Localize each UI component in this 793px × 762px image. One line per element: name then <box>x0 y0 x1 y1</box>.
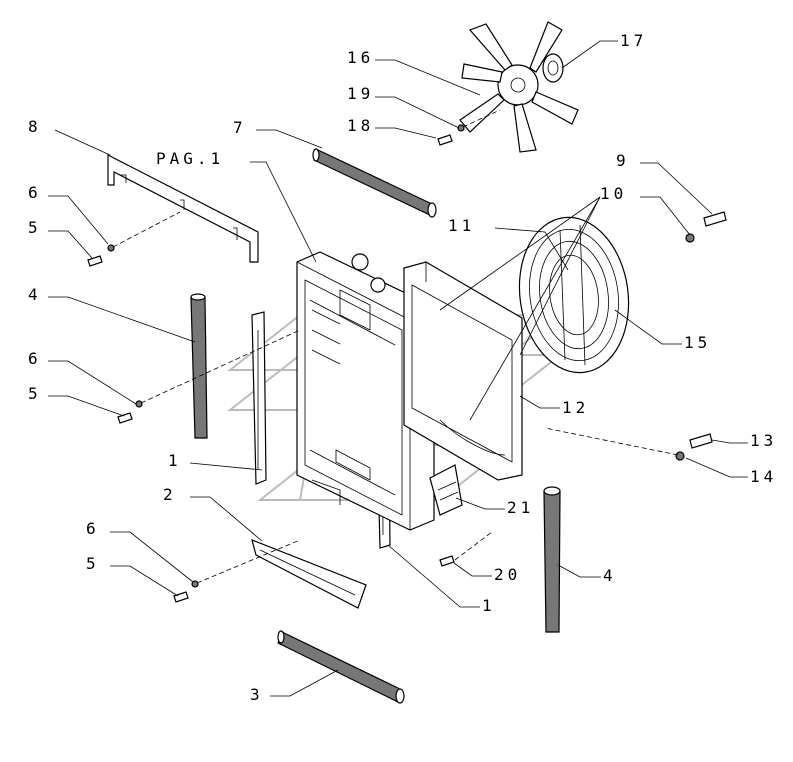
callout-1-bottom: 1 <box>482 596 496 615</box>
part-12-fan-shroud <box>403 261 523 481</box>
part-4-right-hose <box>543 486 561 633</box>
callout-10: 10 <box>600 184 627 203</box>
callout-5-middle: 5 <box>28 384 42 403</box>
leader-lines <box>48 40 748 697</box>
callout-6-middle: 6 <box>28 349 42 368</box>
callout-15: 15 <box>684 333 711 352</box>
callout-2: 2 <box>163 485 177 504</box>
callout-18: 18 <box>347 116 374 135</box>
callout-14-visible: 14 <box>750 467 777 486</box>
radiator-core-assembly <box>296 251 435 531</box>
part-21-bracket <box>429 464 463 516</box>
callout-1-left: 1 <box>168 451 182 470</box>
screws-and-washers <box>87 124 727 603</box>
callout-6-bottom: 6 <box>86 519 100 538</box>
part-1-left-seal-strip <box>251 311 267 485</box>
assembly-lines <box>112 109 679 584</box>
callout-11: 11 <box>448 216 475 235</box>
callout-19: 19 <box>347 84 374 103</box>
part-8-top-bracket <box>107 154 259 263</box>
part-7-upper-hose <box>312 148 437 218</box>
callout-4-left: 4 <box>28 285 42 304</box>
callout-3: 3 <box>250 685 264 704</box>
callout-13: 13 <box>750 431 777 450</box>
callout-labels: 8 6 5 4 6 5 1 2 6 5 3 7 PAG.1 16 19 18 1… <box>28 31 777 704</box>
part-17-fan-hub <box>542 53 564 83</box>
reference-label-pag1: PAG.1 <box>156 149 224 168</box>
part-15-fan-guard <box>518 216 630 374</box>
callout-9: 9 <box>616 151 630 170</box>
part-16-fan <box>459 21 579 153</box>
part-4-left-hose <box>190 293 208 439</box>
callout-6-top: 6 <box>28 183 42 202</box>
callout-17: 17 <box>620 31 647 50</box>
callout-7: 7 <box>233 118 247 137</box>
callout-5-bottom: 5 <box>86 554 100 573</box>
callout-4-right: 4 <box>603 566 617 585</box>
callout-21: 21 <box>507 498 534 517</box>
part-3-bottom-hose <box>277 630 405 704</box>
callout-5-top: 5 <box>28 218 42 237</box>
part-2-bottom-strip <box>251 539 367 609</box>
callout-8: 8 <box>28 117 42 136</box>
callout-20: 20 <box>494 565 521 584</box>
callout-16: 16 <box>347 48 374 67</box>
callout-12: 12 <box>562 398 589 417</box>
